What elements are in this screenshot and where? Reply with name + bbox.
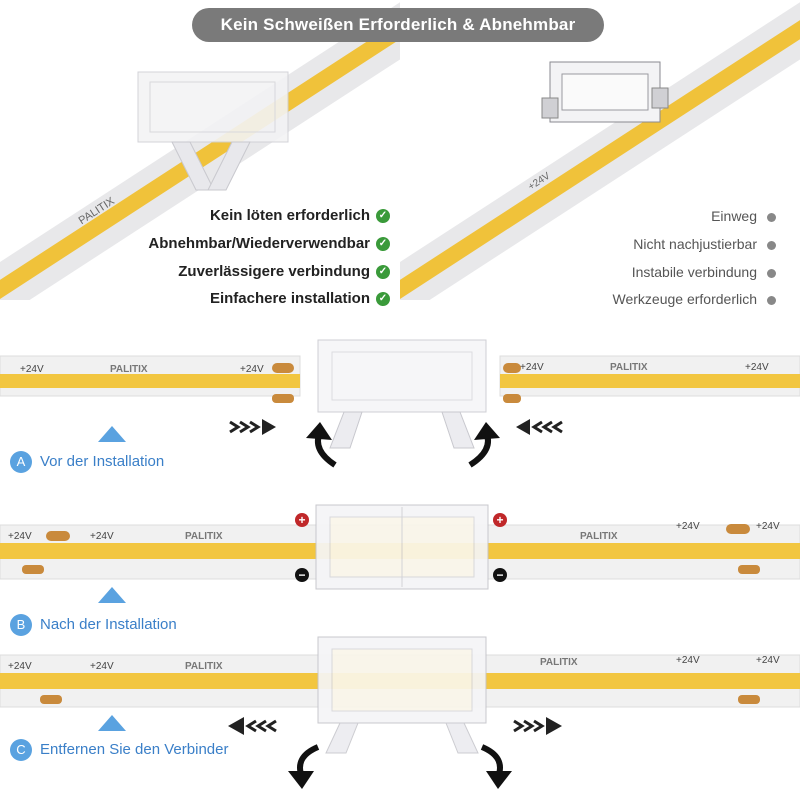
- bullet-dot-icon: [767, 295, 776, 305]
- arrow-right-icon: [229, 419, 276, 435]
- bullet-dot-icon: [767, 268, 776, 278]
- bullet-dot-icon: [767, 240, 776, 250]
- step-badge: A: [10, 451, 32, 474]
- arrow-left-icon: [516, 419, 563, 435]
- illustration-after-install: +24V +24V PALITIX PALITIX +24V +24V + + …: [0, 504, 800, 603]
- triangle-marker-icon: [98, 426, 126, 442]
- product-photo-right: +24V: [400, 0, 800, 300]
- pro-item: Abnehmbar/Wiederverwendbar✓: [90, 233, 390, 255]
- voltage-label: +24V: [20, 364, 44, 375]
- connector-removing: [317, 636, 487, 754]
- illustration-remove-connector: +24V +24V PALITIX PALITIX +24V +24V: [0, 636, 800, 789]
- strip-brand-label: PALITIX: [610, 362, 648, 373]
- voltage-label: +24V: [676, 655, 700, 666]
- arrow-left-icon: [228, 717, 277, 735]
- strip-brand-label: PALITIX: [580, 531, 618, 542]
- triangle-marker-icon: [98, 587, 126, 603]
- con-item: Instabile verbindung: [476, 261, 776, 283]
- svg-text:−: −: [298, 568, 305, 582]
- bullet-dot-icon: [767, 212, 776, 222]
- check-icon: ✓: [376, 209, 390, 224]
- voltage-label: +24V: [8, 531, 32, 542]
- strip-brand-label: PALITIX: [110, 364, 148, 375]
- svg-text:+: +: [298, 513, 305, 527]
- pro-item: Kein löten erforderlich✓: [90, 205, 390, 227]
- step-badge: C: [10, 739, 32, 762]
- voltage-label: +24V: [756, 521, 780, 532]
- voltage-label: +24V: [520, 362, 544, 373]
- check-icon: ✓: [376, 292, 390, 307]
- strip-brand-label: PALITIX: [540, 657, 578, 668]
- plus-icon: [493, 513, 507, 527]
- check-icon: ✓: [376, 265, 390, 280]
- svg-text:+: +: [496, 513, 503, 527]
- minus-icon: [493, 568, 507, 582]
- voltage-label: +24V: [90, 531, 114, 542]
- strip-brand-label: PALITIX: [185, 531, 223, 542]
- con-item: Werkzeuge erforderlich: [476, 288, 776, 310]
- illustration-before-install: +24V PALITIX +24V +24V PALITIX +24V: [0, 339, 800, 468]
- con-item: Einweg: [476, 205, 776, 227]
- strip-brand-label: PALITIX: [185, 661, 223, 672]
- voltage-label: +24V: [756, 655, 780, 666]
- svg-text:−: −: [496, 568, 503, 582]
- voltage-label: +24V: [90, 661, 114, 672]
- minus-icon: [295, 568, 309, 582]
- check-icon: ✓: [376, 237, 390, 252]
- plus-icon: [295, 513, 309, 527]
- voltage-label: +24V: [240, 364, 264, 375]
- pro-item: Zuverlässigere verbindung✓: [90, 261, 390, 283]
- pro-item: Einfachere installation✓: [90, 288, 390, 310]
- connector-open: [317, 339, 487, 449]
- connector-installed: [315, 504, 489, 590]
- voltage-label: +24V: [8, 661, 32, 672]
- voltage-label: +24V: [676, 521, 700, 532]
- triangle-marker-icon: [98, 715, 126, 731]
- connector-clip-left: [137, 71, 289, 191]
- arrow-right-icon: [513, 717, 562, 735]
- step-badge: B: [10, 614, 32, 637]
- product-photo-left: PALITIX: [0, 0, 400, 300]
- con-item: Nicht nachjustierbar: [476, 233, 776, 255]
- voltage-label: +24V: [745, 362, 769, 373]
- connector-clip-right: [541, 61, 669, 123]
- page-title: Kein Schweißen Erforderlich & Abnehmbar: [192, 8, 604, 42]
